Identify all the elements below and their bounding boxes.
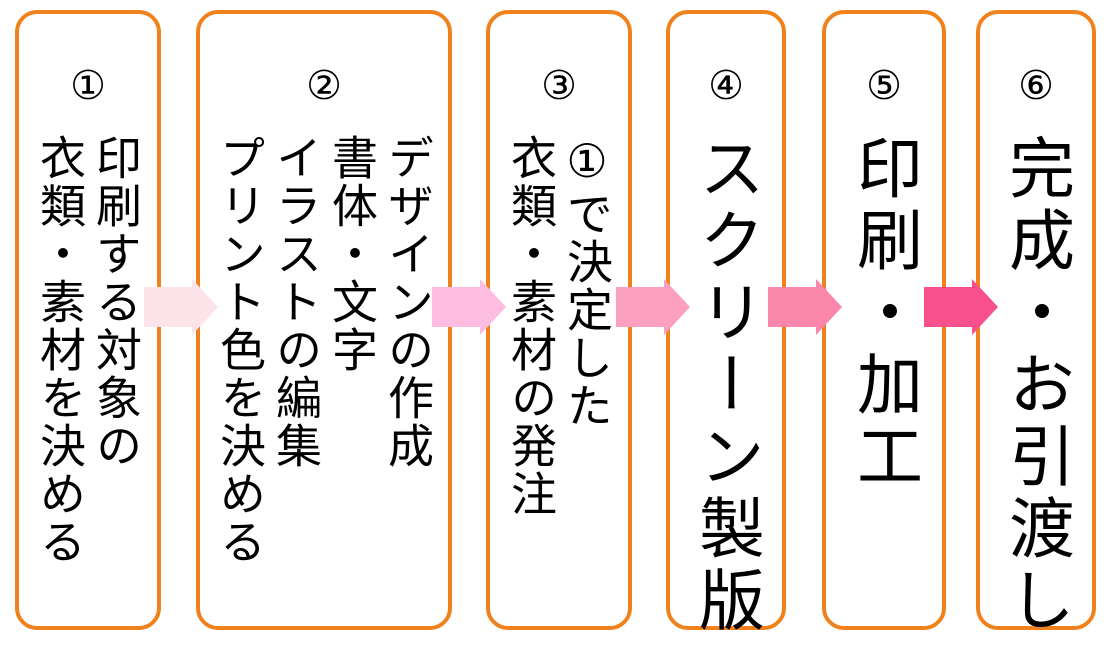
step-5-text: 印刷・加工 [846, 134, 923, 494]
arrow-3-4-shape [616, 279, 690, 335]
arrow-2-3-shape [432, 279, 506, 335]
step-3-number: ③ [541, 63, 577, 109]
step-4-text: スクリーン製版 [688, 134, 765, 638]
arrow-5-6-shape [924, 279, 998, 335]
step-6-box: ⑥ 完成・お引渡し [976, 10, 1096, 638]
step-2-box: ② デザインの作成 書体・文字 イラストの編集 プリント色を決める [196, 10, 452, 630]
arrow-2-3 [432, 279, 506, 335]
step-3-box: ③ ①で決定した 衣類・素材の発注 [486, 10, 632, 630]
step-3-text: ①で決定した 衣類・素材の発注 [504, 134, 614, 518]
step-1-text: 印刷する対象の 衣類・素材を決める [33, 134, 143, 566]
step-6-text: 完成・お引渡し [998, 134, 1075, 638]
step-4-number: ④ [708, 63, 744, 109]
step-2-text: デザインの作成 書体・文字 イラストの編集 プリント色を決める [213, 134, 435, 566]
arrow-5-6 [924, 279, 998, 335]
step-2-number: ② [306, 63, 342, 109]
step-1-box: ① 印刷する対象の 衣類・素材を決める [15, 10, 161, 630]
arrow-1-2-shape [144, 279, 218, 335]
step-6-number: ⑥ [1018, 63, 1054, 109]
step-1-number: ① [70, 63, 106, 109]
step-5-box: ⑤ 印刷・加工 [822, 10, 946, 630]
arrow-4-5-shape [768, 279, 842, 335]
step-5-number: ⑤ [866, 63, 902, 109]
arrow-3-4 [616, 279, 690, 335]
arrow-1-2 [144, 279, 218, 335]
arrow-4-5 [768, 279, 842, 335]
